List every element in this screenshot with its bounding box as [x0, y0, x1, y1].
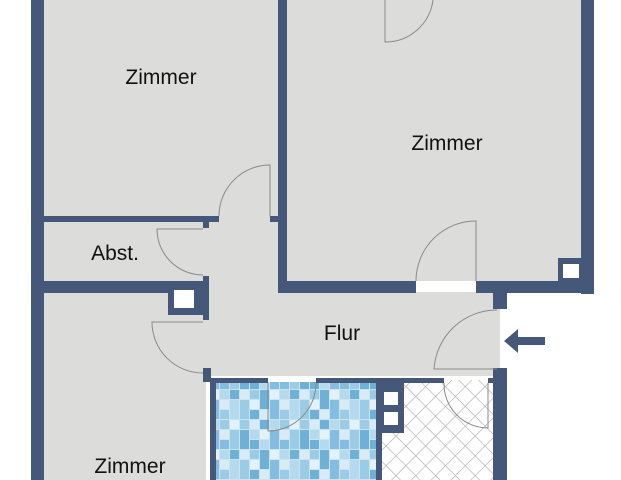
label-room-bottom-left: Zimmer [94, 455, 165, 478]
shaft-right [563, 264, 579, 278]
wall-top-left-bottom [44, 216, 219, 222]
wall-stub-b [270, 216, 279, 222]
door-entrance [433, 309, 498, 370]
entrance-arrow-left-icon [504, 329, 545, 353]
shaft-left [174, 290, 194, 308]
room-labels: Zimmer Zimmer Abst. Flur Zimmer [91, 66, 483, 478]
wall-stub-a [203, 216, 209, 228]
wall-bath-left-stub [203, 368, 211, 382]
door-bathroom [267, 382, 317, 432]
label-room-top-left: Zimmer [125, 66, 196, 89]
wall-bath-top-a [210, 378, 268, 383]
wall-storage-right [203, 276, 209, 320]
wall-top-right-bottom-b [476, 281, 594, 293]
door-bottom-left [151, 321, 204, 374]
wall-outer-right [581, 0, 594, 294]
wall-top-right-bottom-a [278, 281, 416, 293]
doors [151, 0, 498, 432]
door-top-left [218, 164, 271, 217]
floors [44, 0, 581, 480]
floor-room-top-right [287, 0, 581, 281]
wall-storage-bottom [44, 281, 208, 293]
door-utility [443, 382, 489, 429]
floor-storage [44, 222, 204, 281]
wall-outer-right-bottom [493, 368, 507, 480]
floor-room-bottom-left [44, 292, 206, 480]
floor-bathroom [216, 382, 378, 480]
wall-divider-top [278, 0, 287, 281]
wall-entry-post [493, 293, 507, 309]
label-room-top-right: Zimmer [411, 132, 482, 155]
label-storage: Abst. [91, 242, 139, 265]
floor-room-top-left [44, 0, 278, 216]
door-storage [156, 228, 204, 276]
wall-utility-top [488, 378, 494, 383]
shaft-bath-1 [384, 392, 398, 405]
floor-hallway [204, 292, 500, 376]
wall-outer-left [31, 0, 44, 480]
wall-bath-left [210, 378, 216, 480]
wall-shaft-bath [376, 383, 404, 433]
walls [31, 0, 594, 480]
shaft-bath-2 [384, 412, 398, 425]
door-top-right [415, 220, 477, 282]
label-hallway: Flur [324, 322, 360, 345]
door-top-right-top [384, 0, 434, 43]
